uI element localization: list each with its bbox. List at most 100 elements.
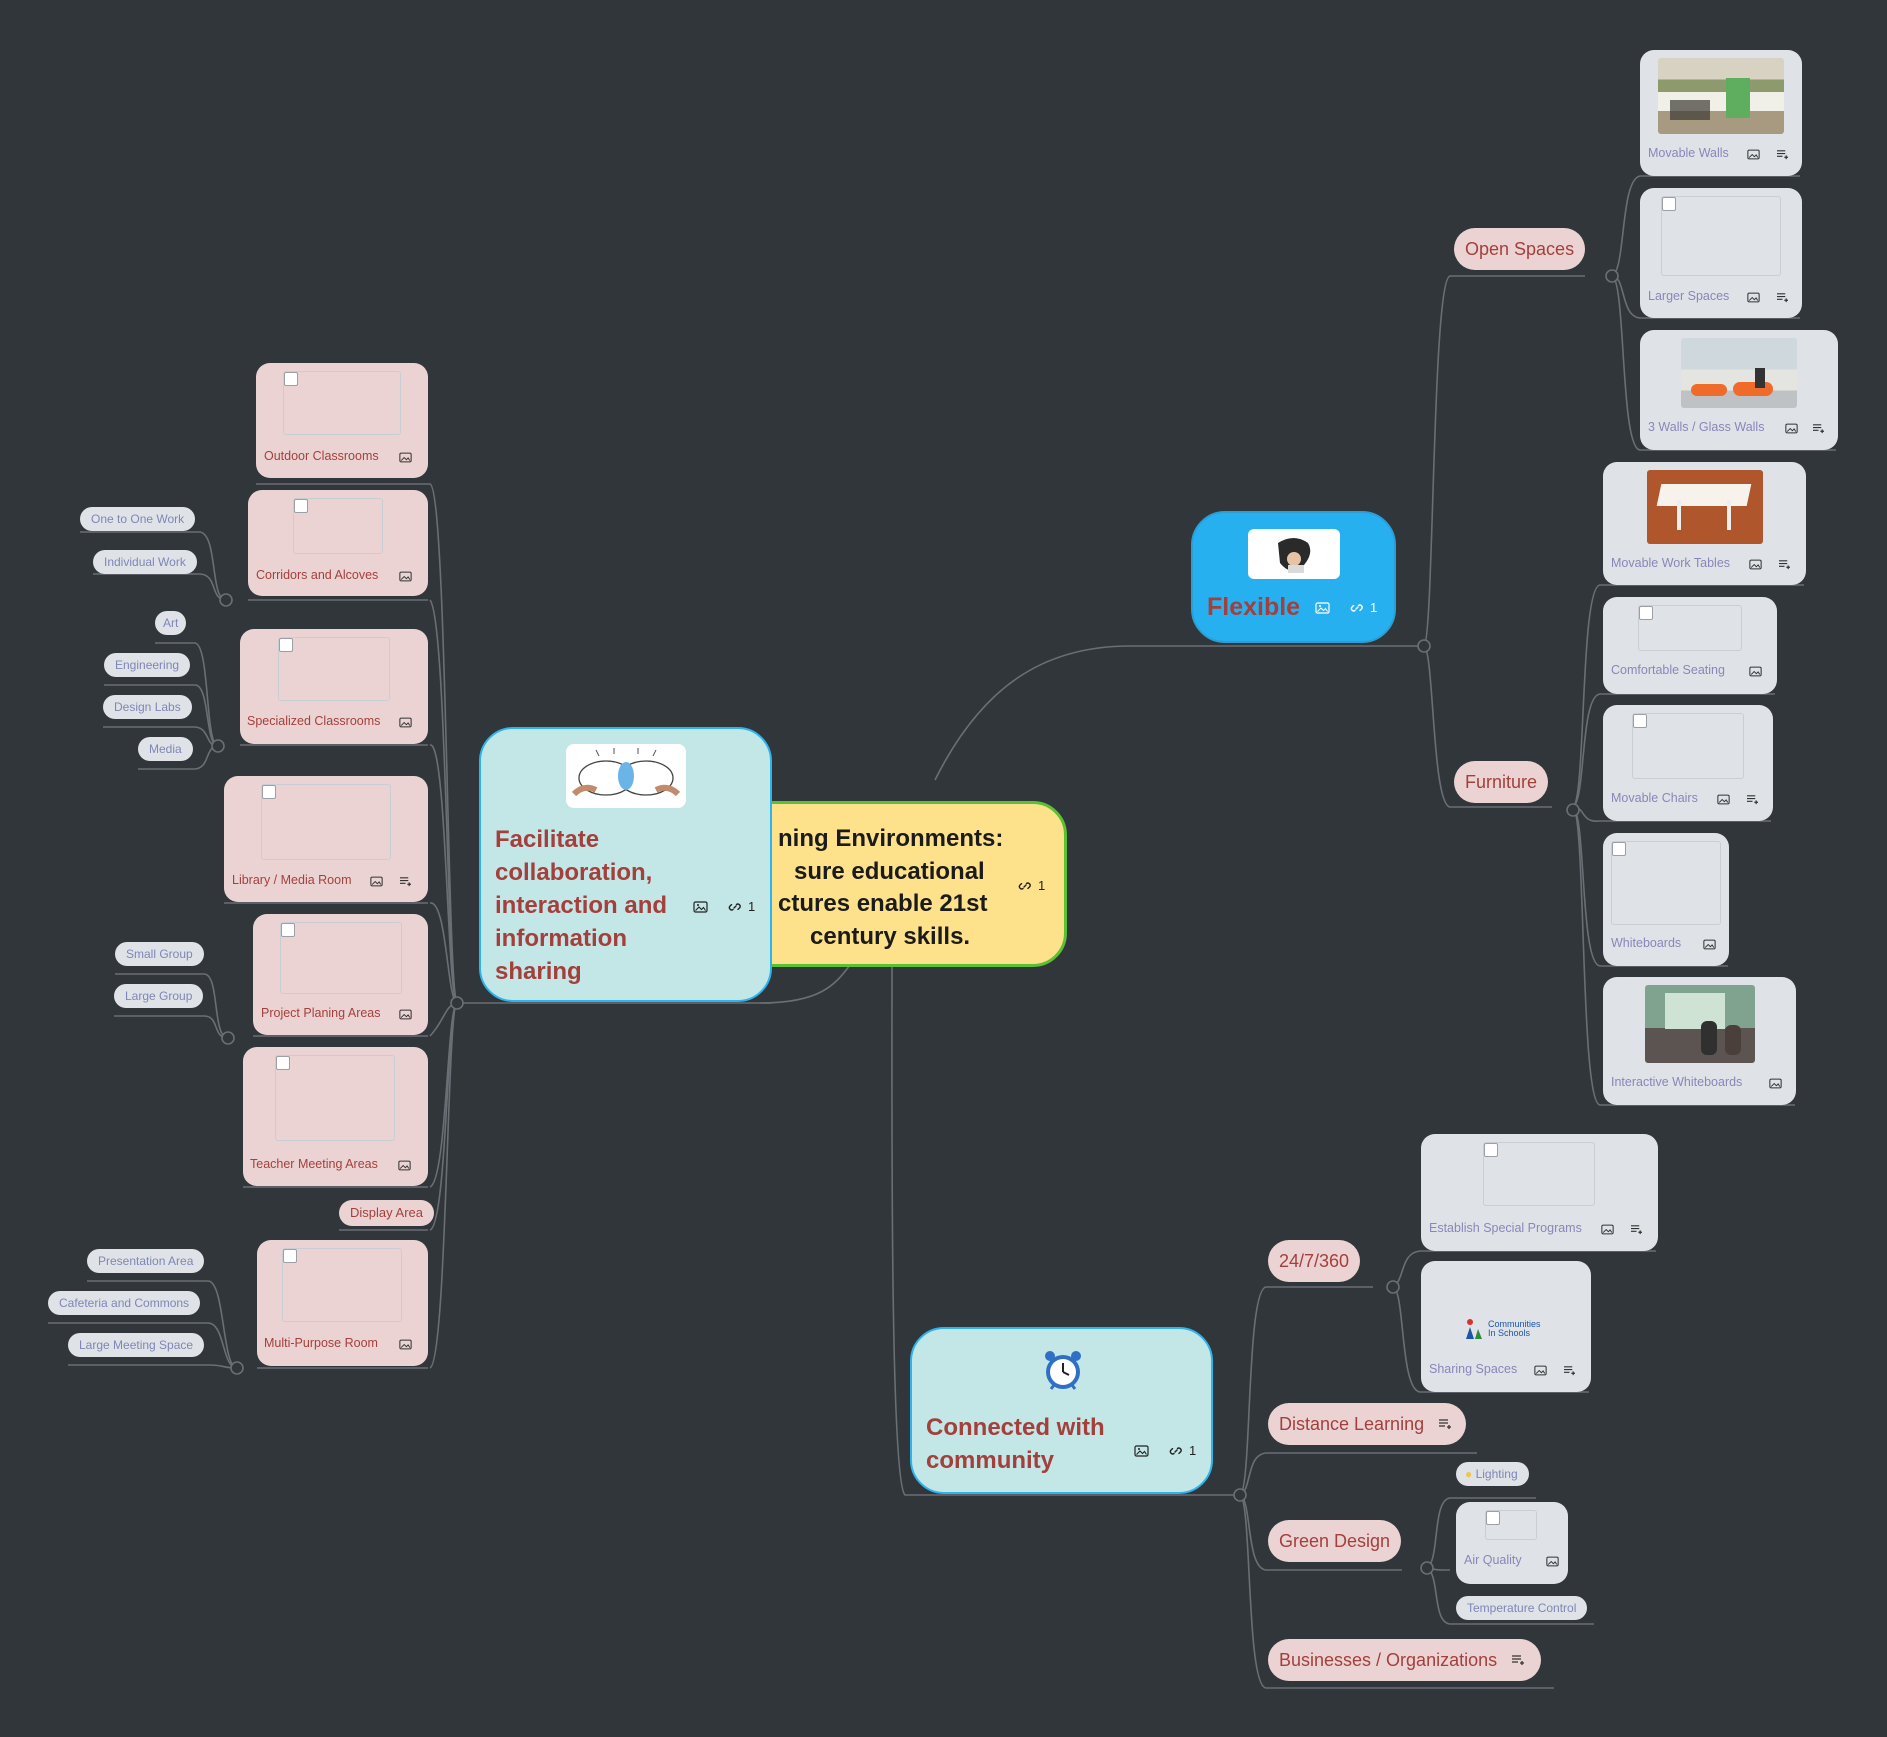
topic-connected-with-community[interactable]: Connected with community 1 — [910, 1327, 1213, 1494]
leaf-lighting[interactable]: ● Lighting — [1456, 1462, 1529, 1486]
leaf-one-to-one-work[interactable]: One to One Work — [80, 507, 196, 531]
image-icon — [399, 1009, 412, 1020]
card-label: Larger Spaces — [1648, 289, 1730, 303]
collaboration-title: Facilitate collaboration, interaction an… — [495, 826, 668, 985]
link-icon[interactable] — [728, 900, 742, 914]
card-multi-purpose-room[interactable]: Multi-Purpose Room — [257, 1240, 428, 1366]
notes-icon — [1631, 1225, 1642, 1235]
leaf-small-group[interactable]: Small Group — [115, 942, 204, 966]
image-icon — [1546, 1556, 1559, 1567]
broken-image — [275, 1055, 395, 1141]
leaf-engineering[interactable]: Engineering — [104, 653, 191, 677]
notes-icon — [1813, 424, 1824, 434]
central-topic[interactable]: ning Environments: sure educational ctur… — [720, 801, 1067, 967]
card-whiteboards[interactable]: Whiteboards — [1603, 833, 1729, 966]
subtopic-24-7-360[interactable]: 24/7/360 — [1268, 1240, 1361, 1282]
image-icon — [1717, 794, 1730, 805]
flexible-indicators: 1 — [1315, 600, 1377, 615]
card-label: 3 Walls / Glass Walls — [1648, 420, 1765, 434]
notes-icon — [400, 877, 411, 887]
notes-icon — [1512, 1655, 1525, 1665]
subtopic-open-spaces[interactable]: Open Spaces — [1454, 228, 1586, 270]
subtopic-furniture[interactable]: Furniture — [1454, 761, 1549, 803]
broken-image — [278, 637, 390, 701]
link-icon[interactable] — [1350, 601, 1364, 615]
image-icon — [1769, 1078, 1782, 1089]
image-icon — [1534, 1365, 1547, 1376]
subtopic-distance-learning[interactable]: Distance Learning — [1268, 1403, 1467, 1445]
image-icon — [1747, 149, 1760, 160]
card-larger-spaces[interactable]: Larger Spaces — [1640, 188, 1802, 318]
card-library-media-room[interactable]: Library / Media Room — [224, 776, 428, 902]
broken-image — [1485, 1510, 1537, 1540]
card-project-planing-areas[interactable]: Project Planing Areas — [253, 914, 428, 1035]
broken-image — [1638, 605, 1742, 651]
subtopic-businesses-organizations[interactable]: Businesses / Organizations — [1268, 1639, 1542, 1681]
glass-walls-photo — [1681, 338, 1797, 408]
image-icon — [399, 571, 412, 582]
card-movable-walls[interactable]: Movable Walls — [1640, 50, 1802, 176]
leaf-art[interactable]: Art — [155, 611, 187, 635]
card-interactive-whiteboards[interactable]: Interactive Whiteboards — [1603, 977, 1796, 1105]
leaf-cafeteria-and-commons[interactable]: Cafeteria and Commons — [48, 1291, 201, 1315]
topic-flexible[interactable]: Flexible 1 — [1191, 511, 1396, 643]
notes-icon — [1747, 795, 1758, 805]
subtopic-label: Businesses / Organizations — [1279, 1650, 1498, 1670]
link-count: 1 — [748, 899, 756, 914]
card-label: Comfortable Seating — [1611, 663, 1725, 677]
card-sharing-spaces[interactable]: Communities In Schools Sharing Spaces — [1421, 1261, 1591, 1392]
leaf-design-labs[interactable]: Design Labs — [103, 695, 192, 719]
card-establish-special-programs[interactable]: Establish Special Programs — [1421, 1134, 1658, 1251]
card-specialized-classrooms[interactable]: Specialized Classrooms — [240, 629, 428, 744]
broken-image — [1632, 713, 1744, 779]
image-icon — [1749, 559, 1762, 570]
notes-icon — [1564, 1366, 1575, 1376]
image-icon — [1749, 666, 1762, 677]
card-corridors-and-alcoves[interactable]: Corridors and Alcoves — [248, 490, 428, 596]
central-link-indicator[interactable]: 1 — [1018, 878, 1045, 893]
broken-image — [293, 498, 383, 554]
link-count: 1 — [1189, 1443, 1197, 1458]
image-icon — [399, 452, 412, 463]
movable-walls-photo — [1658, 58, 1784, 134]
topic-facilitate-collaboration[interactable]: Facilitate collaboration, interaction an… — [479, 727, 772, 1002]
card-comfortable-seating[interactable]: Comfortable Seating — [1603, 597, 1777, 694]
subtopic-label: Distance Learning — [1279, 1414, 1425, 1434]
card-air-quality[interactable]: Air Quality — [1456, 1502, 1568, 1584]
leaf-presentation-area[interactable]: Presentation Area — [87, 1249, 205, 1273]
interactive-whiteboards-photo — [1645, 985, 1755, 1063]
image-icon — [398, 1160, 411, 1171]
alarm-clock-icon — [1040, 1347, 1086, 1398]
image-icon — [1785, 423, 1798, 434]
link-icon — [1018, 881, 1031, 890]
card-3-walls-glass-walls[interactable]: 3 Walls / Glass Walls — [1640, 330, 1838, 450]
notes-icon — [1439, 1419, 1452, 1429]
card-label: Movable Walls — [1648, 146, 1729, 160]
subtopic-green-design[interactable]: Green Design — [1268, 1520, 1402, 1562]
collaboration-image — [566, 744, 686, 808]
notes-icon — [1779, 560, 1790, 570]
image-icon — [1315, 601, 1330, 614]
card-movable-chairs[interactable]: Movable Chairs — [1603, 705, 1773, 821]
card-label: Establish Special Programs — [1429, 1221, 1582, 1235]
card-label: Outdoor Classrooms — [264, 449, 379, 463]
card-outdoor-classrooms[interactable]: Outdoor Classrooms — [256, 363, 428, 478]
card-label: Corridors and Alcoves — [256, 568, 379, 582]
broken-image — [1661, 196, 1781, 276]
communities-in-schools-logo: Communities In Schools — [1463, 1317, 1550, 1341]
leaf-large-group[interactable]: Large Group — [114, 984, 204, 1008]
image-icon — [1703, 939, 1716, 950]
display-area[interactable]: Display Area — [339, 1200, 434, 1226]
card-label: Library / Media Room — [232, 873, 352, 887]
card-teacher-meeting-areas[interactable]: Teacher Meeting Areas — [243, 1047, 428, 1186]
leaf-large-meeting-space[interactable]: Large Meeting Space — [68, 1333, 205, 1357]
leaf-temperature-control[interactable]: Temperature Control — [1456, 1596, 1588, 1620]
card-label: Movable Work Tables — [1611, 556, 1731, 570]
card-movable-work-tables[interactable]: Movable Work Tables — [1603, 462, 1806, 585]
central-title: ning Environments: sure educational ctur… — [778, 825, 1004, 950]
leaf-individual-work[interactable]: Individual Work — [93, 550, 197, 574]
card-label: Interactive Whiteboards — [1611, 1075, 1743, 1089]
link-icon[interactable] — [1169, 1444, 1183, 1458]
connected-indicators: 1 — [1134, 1443, 1196, 1458]
leaf-media[interactable]: Media — [138, 737, 193, 761]
